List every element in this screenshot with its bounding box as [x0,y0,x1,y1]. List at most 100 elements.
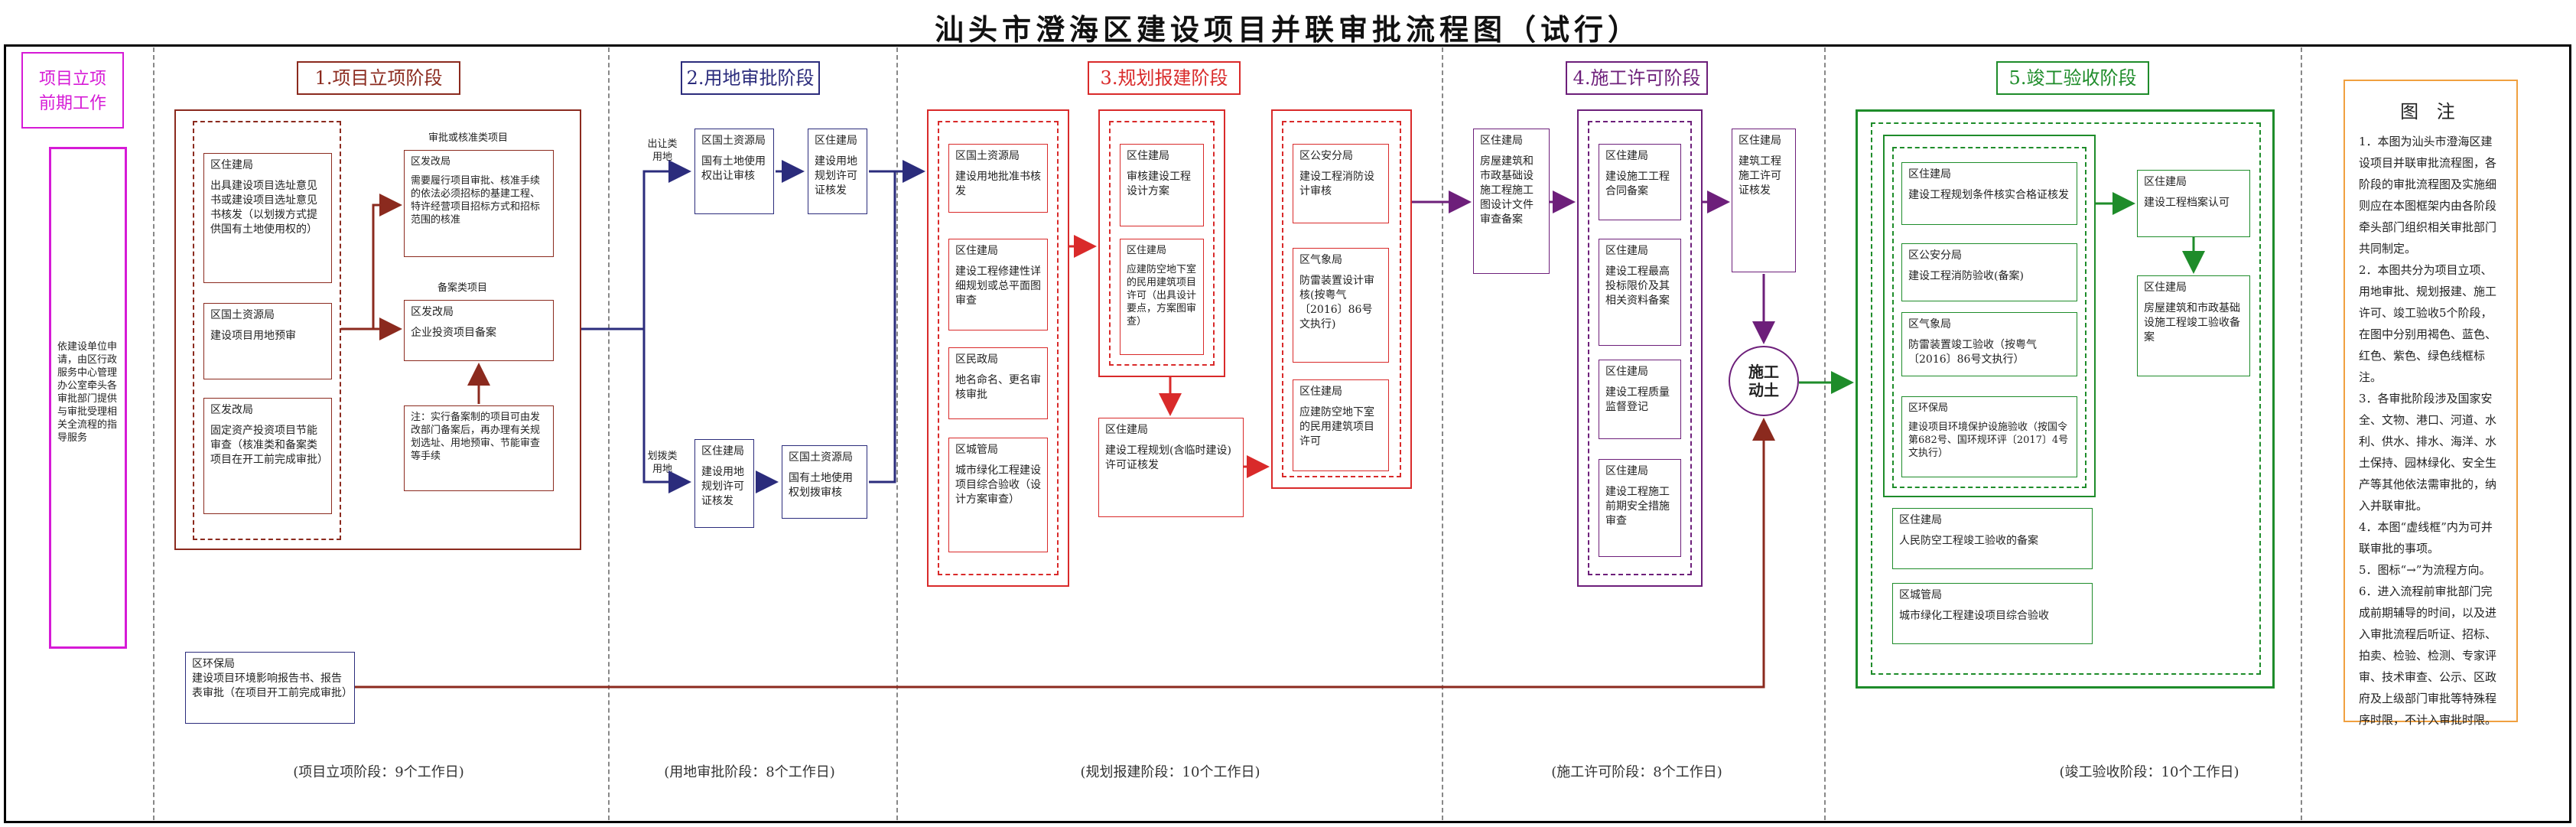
stage3-box-design-scheme: 区住建局 审核建设工程设计方案 [1120,144,1204,226]
box-text: 审核建设工程设计方案 [1127,171,1191,197]
box-dept: 区公安分局 [1299,150,1353,162]
box-dept: 区气象局 [1908,318,1951,330]
legend-item: 4．本图“虚线框”内为可并联审批的事项。 [2359,520,2493,555]
stage4-frame [1577,109,1703,587]
connector [355,418,1775,689]
box-text: 建设工程规划(含临时建设)许可证核发 [1105,444,1231,471]
box-text: 建设工程最高投标限价及其相关资料备案 [1605,265,1670,307]
box-text: 需要履行项目审批、核准手续的依法必须招标的基建工程、特许经营项目招标方式和招标范… [411,175,541,226]
stage3-parallel-c [1282,121,1401,477]
divider [1442,47,1443,820]
box-text: 建设用地规划许可证核发 [701,466,744,507]
stage5-box-greening-acceptance: 区城管局 城市绿化工程建设项目综合验收 [1892,583,2093,644]
legend-title: 图 注 [2400,101,2461,122]
stage4-box-contract: 区住建局 建设施工工程合同备案 [1599,144,1681,220]
divider [608,47,610,820]
env-approval-box: 区环保局 建设项目环境影响报告书、报告表审批（在项目开工前完成审批） [185,652,355,724]
box-dept: 区住建局 [1299,386,1342,398]
legend-item: 2．本图共分为项目立项、用地审批、规划报建、施工许可、竣工验收5个阶段，在图中分… [2359,263,2497,384]
box-dept: 区住建局 [1738,135,1781,147]
legend-item: 3．各审批阶段涉及国家安全、文物、港口、河道、水利、供水、排水、海洋、水土保持、… [2359,392,2497,513]
stage3-frame-a [927,109,1069,587]
stage5-box-lightning-acceptance: 区气象局 防雷装置竣工验收（按粤气〔2016〕86号文执行） [1901,312,2077,376]
stage1-box-energy: 区发改局 固定资产投资项目节能审查（核准类和备案类项目在开工前完成审批） [203,398,332,514]
box-text: 建设工程消防验收(备案) [1908,270,2024,282]
stage3-frame-b [1098,109,1225,377]
note-text: 注：实行备案制的项目可由发改部门备案后，再办理有关规划选址、用地预审、节能审查等… [411,412,541,462]
stage2-box-allocation-review: 区国土资源局 国有土地使用权划拨审核 [782,445,867,519]
diagram-frame [4,44,2571,823]
stage5-box-fire-acceptance: 区公安分局 建设工程消防验收(备案) [1901,243,2077,301]
box-dept: 区住建局 [1105,424,1148,436]
box-dept: 区国土资源局 [789,451,853,464]
connector [869,171,896,484]
box-text: 应建防空地下室的民用建筑项目许可 [1299,406,1374,448]
box-text: 建设项目环境保护设施验收（按国令第682号、国环规环评〔2017〕4号文执行） [1908,422,2069,459]
box-dept: 区发改局 [210,404,253,416]
stage4-box-quality: 区住建局 建设工程质量监督登记 [1599,360,1681,439]
stage5-box-civil-defense-record: 区住建局 人民防空工程竣工验收的备案 [1892,508,2093,569]
box-dept: 区住建局 [1605,150,1648,162]
stage1-note: 注：实行备案制的项目可由发改部门备案后，再办理有关规划选址、用地预审、节能审查等… [404,405,554,491]
legend-item: 6．进入流程前审批部门完成前期辅导的时间，以及进入审批流程后听证、招标、拍卖、检… [2359,584,2497,727]
box-dept: 区气象局 [1299,254,1342,266]
prework-title-line1: 项目立项 [38,70,106,89]
start-label: 施工动土 [1748,363,1779,399]
box-text: 防雷装置设计审核(按粤气〔2016〕86号文执行) [1299,275,1374,330]
box-text: 建设项目用地预审 [210,330,296,342]
stage5-inner-frame [1883,135,2096,497]
box-dept: 区城管局 [1899,589,1942,601]
legend-item: 5．图标“→”为流程方向。 [2359,563,2491,577]
stage3-box-planning-license: 区住建局 建设工程规划(含临时建设)许可证核发 [1098,418,1244,517]
stage3-box-civil-defense-a: 区住建局 应建防空地下室的民用建筑项目许可（出具设计要点，方案图审查） [1120,239,1204,355]
box-text: 城市绿化工程建设项目综合验收（设计方案审查） [955,464,1041,506]
label-sell-land: 出让类用地 [647,138,678,163]
stage3-parallel-b [1109,121,1215,366]
stage-label-2: 2.用地审批阶段 [681,61,820,95]
box-text: 建设用地批准书核发 [955,171,1041,197]
stage4-box-drawing-review: 区住建局 房屋建筑和市政基础设施工程施工图设计文件审查备案 [1473,129,1550,274]
legend-panel: 图 注 1．本图为汕头市澄海区建设项目并联审批流程图，各阶段的审批流程图及实施细… [2343,80,2518,727]
prework-guidance: 依建设单位申请，由区行政服务中心管理办公室牵头各审批部门提供与审批受理相关全流程… [49,147,127,649]
stage2-box-transfer-review: 区国土资源局 国有土地使用权出让审核 [694,129,774,214]
box-text: 房屋建筑和市政基础设施工程施工图设计文件审查备案 [1480,155,1534,226]
connector [642,160,691,329]
box-dept: 区住建局 [1480,135,1523,147]
box-dept: 区住建局 [955,245,998,257]
divider [896,47,898,820]
box-text: 房屋建筑和市政基础设施工程竣工验收备案 [2144,302,2240,343]
box-text: 防雷装置竣工验收（按粤气〔2016〕86号文执行） [1908,339,2037,366]
box-dept: 区住建局 [1127,150,1169,162]
stage3-frame-c [1271,109,1412,489]
box-dept: 区公安分局 [1908,249,1962,262]
box-dept: 区城管局 [955,444,998,456]
box-dept: 区发改局 [411,306,454,318]
box-dept: 区住建局 [2144,176,2187,188]
connector [372,194,402,329]
footer-stage-1: (项目立项阶段：9个工作日) [293,764,464,780]
divider [2301,47,2302,820]
box-text: 建设工程消防设计审核 [1299,171,1374,197]
box-dept: 区环保局 [1908,402,1949,414]
box-text: 出具建设项目选址意见书或建设项目选址意见书核发（以划拨方式提供国有土地使用权的） [210,180,317,236]
stage4-box-safety: 区住建局 建设工程施工前期安全措施审查 [1599,459,1681,557]
stage2-box-planning-permit-a: 区住建局 建设用地规划许可证核发 [808,129,867,214]
stage3-box-land-approval: 区国土资源局 建设用地批准书核发 [948,144,1048,213]
box-dept: 区发改局 [411,156,451,168]
box-dept: 区住建局 [1908,168,1951,181]
stage3-box-detailed-plan: 区住建局 建设工程修建性详细规划或总平面图审查 [948,239,1048,330]
divider [153,47,154,820]
stage3-box-place-naming: 区民政局 地名命名、更名审核审批 [948,347,1048,419]
box-dept: 区住建局 [2144,282,2187,294]
stage1-box-land-prereview: 区国土资源局 建设项目用地预审 [203,303,332,379]
footer-stage-2: (用地审批阶段：8个工作日) [664,764,835,780]
stage1-parallel-group [193,121,341,540]
box-dept: 区国土资源局 [955,150,1020,162]
box-dept: 区住建局 [210,159,253,171]
construction-start-node: 施工动土 [1729,346,1799,416]
stage1-box-bidding: 区发改局 需要履行项目审批、核准手续的依法必须招标的基建工程、特许经营项目招标方… [404,150,554,257]
prework-text: 依建设单位申请，由区行政服务中心管理办公室牵头各审批部门提供与审批受理相关全流程… [57,341,118,444]
stage5-box-planning-check: 区住建局 建设工程规划条件核实合格证核发 [1901,162,2077,225]
prework-title: 项目立项 前期工作 [21,52,124,129]
